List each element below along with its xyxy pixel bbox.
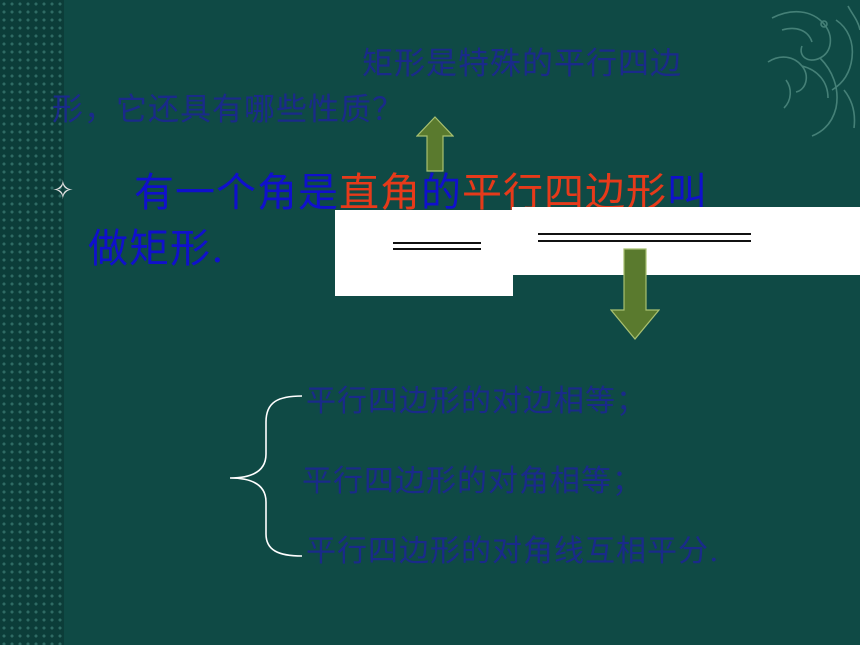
arrow-up-icon xyxy=(416,116,454,172)
phoenix-ornament-icon xyxy=(767,5,860,137)
property-diagonals: 平行四边形的对角线互相平分. xyxy=(306,534,720,569)
segment-line xyxy=(393,242,481,244)
definition-part-3: 的 xyxy=(421,170,462,216)
definition-line-2: 做矩形. xyxy=(88,226,225,272)
segment-line xyxy=(393,248,481,250)
segment-line xyxy=(538,233,751,235)
question-line-2: 形，它还具有哪些性质？ xyxy=(52,92,404,128)
definition-right-angle: 直角 xyxy=(339,170,421,216)
bullet-icon: ✧ xyxy=(52,176,74,206)
arrow-down-icon xyxy=(610,248,660,340)
property-opposite-angles: 平行四边形的对角相等； xyxy=(302,464,643,499)
patterned-side-strip xyxy=(0,0,64,645)
curly-brace-icon xyxy=(229,395,303,557)
definition-part-1: 有一个角是 xyxy=(134,170,339,216)
property-opposite-sides: 平行四边形的对边相等； xyxy=(306,384,647,419)
question-line-1: 矩形是特殊的平行四边 xyxy=(362,46,682,82)
segment-line xyxy=(538,240,751,242)
white-overlay-box xyxy=(335,210,513,296)
